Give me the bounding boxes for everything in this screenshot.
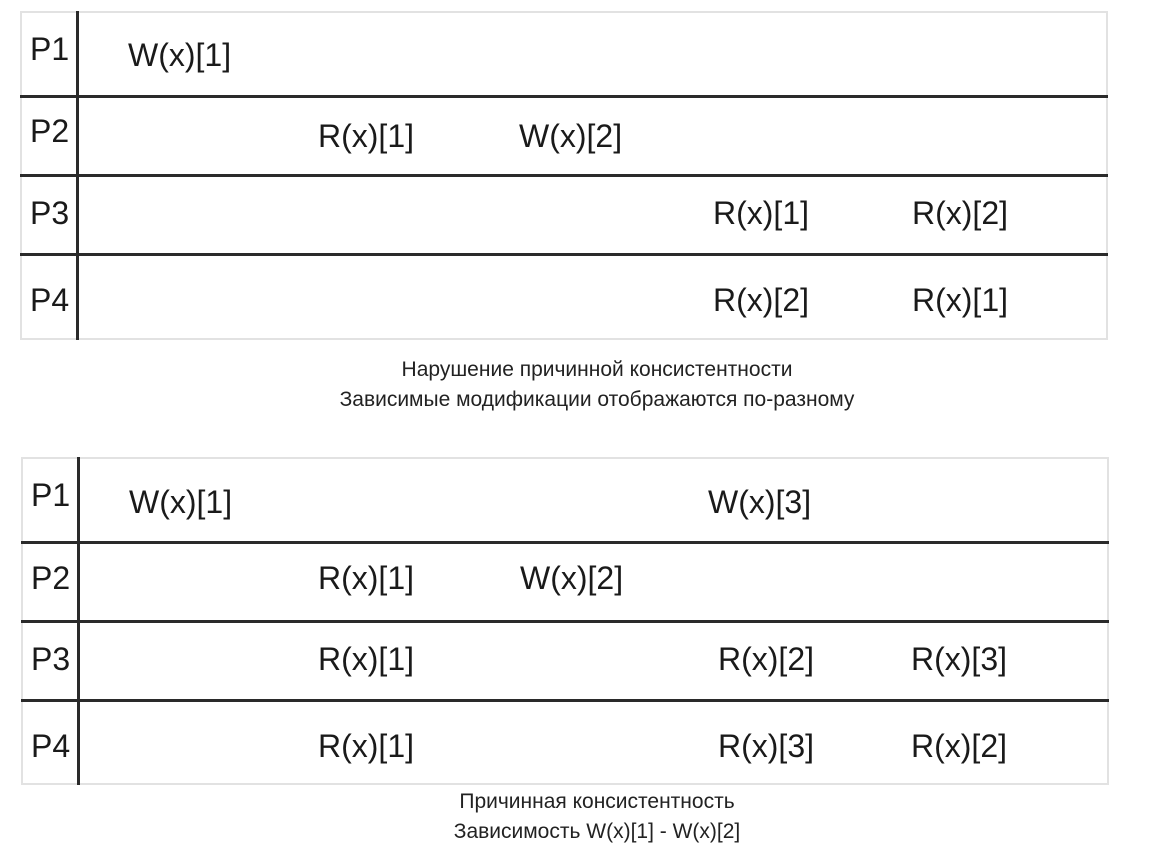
process-label-p4: P4 — [31, 728, 71, 764]
diagram-1-timeline-table: P1 W(x)[1] P2 R(x)[1] W(x)[2] P3 R(x)[1]… — [20, 11, 1108, 340]
diagram-2-timeline-table: P1 W(x)[1] W(x)[3] P2 R(x)[1] W(x)[2] P3… — [21, 457, 1109, 785]
operation-read: R(x)[3] — [718, 728, 814, 764]
row-divider — [21, 541, 1109, 544]
operation-read: R(x)[1] — [318, 118, 414, 154]
diagram-2-caption-subtitle: Зависимость W(x)[1] - W(x)[2] — [453, 820, 741, 843]
row-divider — [20, 95, 1108, 98]
process-label-p2: P2 — [31, 560, 71, 596]
operation-read: R(x)[2] — [912, 195, 1008, 231]
diagram-1-caption-title: Нарушение причинной консистентности — [401, 358, 793, 381]
operation-read: R(x)[1] — [912, 282, 1008, 318]
process-label-p3: P3 — [31, 641, 71, 677]
process-label-p4: P4 — [30, 282, 70, 318]
operation-read: R(x)[2] — [713, 282, 809, 318]
row-divider — [21, 620, 1109, 623]
process-label-p2: P2 — [30, 113, 70, 149]
row-divider — [21, 699, 1109, 702]
diagram-1-caption-subtitle: Зависимые модификации отображаются по-ра… — [339, 388, 855, 411]
process-label-p3: P3 — [30, 195, 70, 231]
row-divider — [20, 253, 1108, 256]
operation-write: W(x)[1] — [128, 37, 232, 73]
operation-write: W(x)[2] — [520, 560, 624, 596]
process-label-p1: P1 — [30, 31, 70, 67]
row-divider — [20, 174, 1108, 177]
diagram-2-caption-title: Причинная консистентность — [459, 790, 735, 813]
operation-read: R(x)[2] — [718, 641, 814, 677]
operation-write: W(x)[3] — [708, 484, 812, 520]
operation-read: R(x)[3] — [911, 641, 1007, 677]
operation-read: R(x)[2] — [911, 728, 1007, 764]
operation-read: R(x)[1] — [318, 560, 414, 596]
process-label-p1: P1 — [31, 477, 71, 513]
operation-write: W(x)[2] — [519, 118, 623, 154]
operation-write: W(x)[1] — [129, 484, 233, 520]
operation-read: R(x)[1] — [713, 195, 809, 231]
operation-read: R(x)[1] — [318, 641, 414, 677]
operation-read: R(x)[1] — [318, 728, 414, 764]
